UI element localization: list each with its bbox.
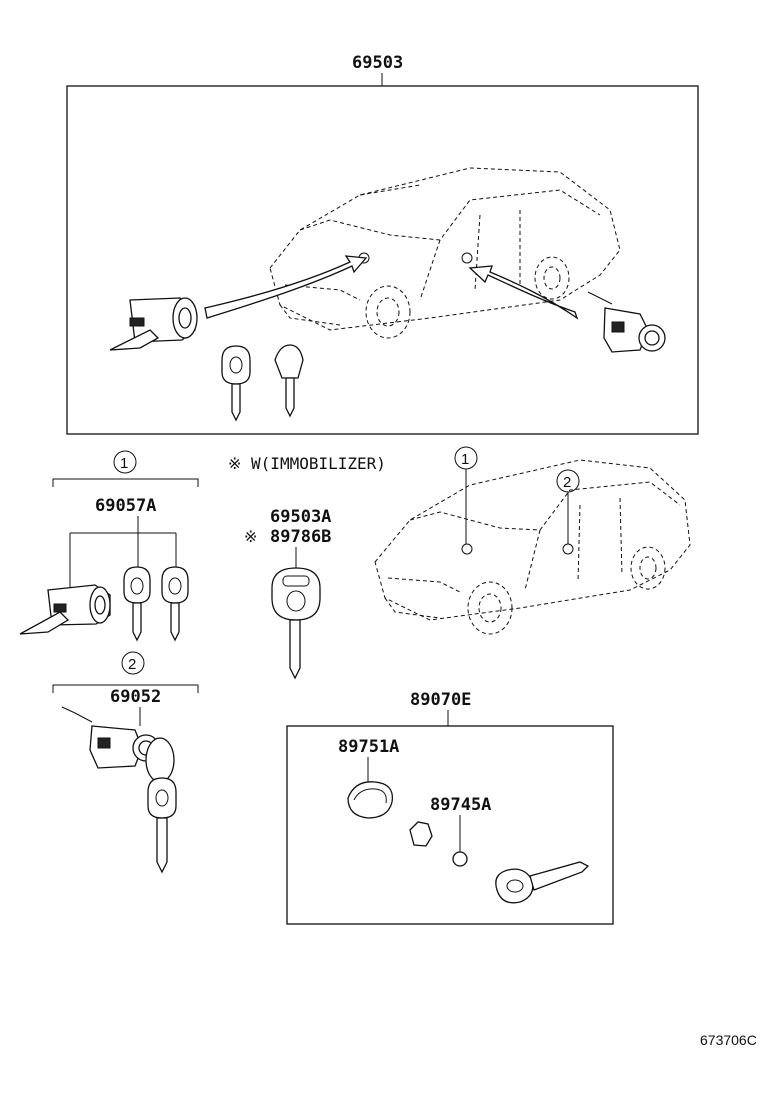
set-1-bracket — [52, 478, 199, 487]
callout-number-2-left: 2 — [128, 656, 136, 673]
transmitter-module — [409, 821, 433, 847]
part-number-89786B: 89786B — [270, 527, 331, 547]
keys-set-2 — [145, 737, 177, 874]
leader-lines-69057A — [69, 516, 177, 588]
diagram-code: 673706C — [700, 1032, 757, 1048]
kit-89070E-box — [286, 725, 614, 925]
callout-number-2-vehicle: 2 — [563, 474, 571, 491]
vehicle-illustration-bottom — [374, 459, 691, 635]
ignition-lock-cylinder-top — [109, 297, 198, 351]
battery — [452, 851, 468, 867]
set-2-bracket — [52, 684, 199, 693]
door-lock-cylinder-top — [587, 291, 666, 353]
part-number-69503: 69503 — [352, 53, 403, 73]
callout-circle-1-left — [113, 450, 137, 474]
blank-key — [495, 861, 590, 904]
transmitter-case — [347, 781, 394, 819]
arrow-to-ignition — [204, 255, 368, 319]
immobilizer-note: ※ W(IMMOBILIZER) — [228, 454, 386, 473]
key-set-1-a — [123, 566, 151, 642]
key-set-1-b — [161, 566, 189, 642]
sub-key-top — [274, 344, 304, 418]
part-number-89745A: 89745A — [430, 795, 491, 815]
immobilizer-mark: ※ — [244, 527, 257, 546]
callout-number-1-vehicle: 1 — [461, 451, 469, 468]
part-number-69052: 69052 — [110, 687, 161, 707]
arrow-to-door — [468, 265, 579, 320]
part-number-89070E: 89070E — [410, 690, 471, 710]
kit-69503-box — [66, 85, 699, 435]
ignition-lock-cylinder-set-1 — [19, 584, 111, 635]
transponder-key — [271, 567, 321, 680]
door-lock-cylinder-set-2 — [61, 706, 160, 769]
vehicle-illustration-top — [269, 167, 621, 339]
part-number-89751A: 89751A — [338, 737, 399, 757]
part-number-69503A: 69503A — [270, 507, 331, 527]
master-key-top — [221, 345, 251, 422]
part-number-69057A: 69057A — [95, 496, 156, 516]
callout-number-1-left: 1 — [120, 455, 128, 472]
callout-circle-2-left — [121, 651, 145, 675]
